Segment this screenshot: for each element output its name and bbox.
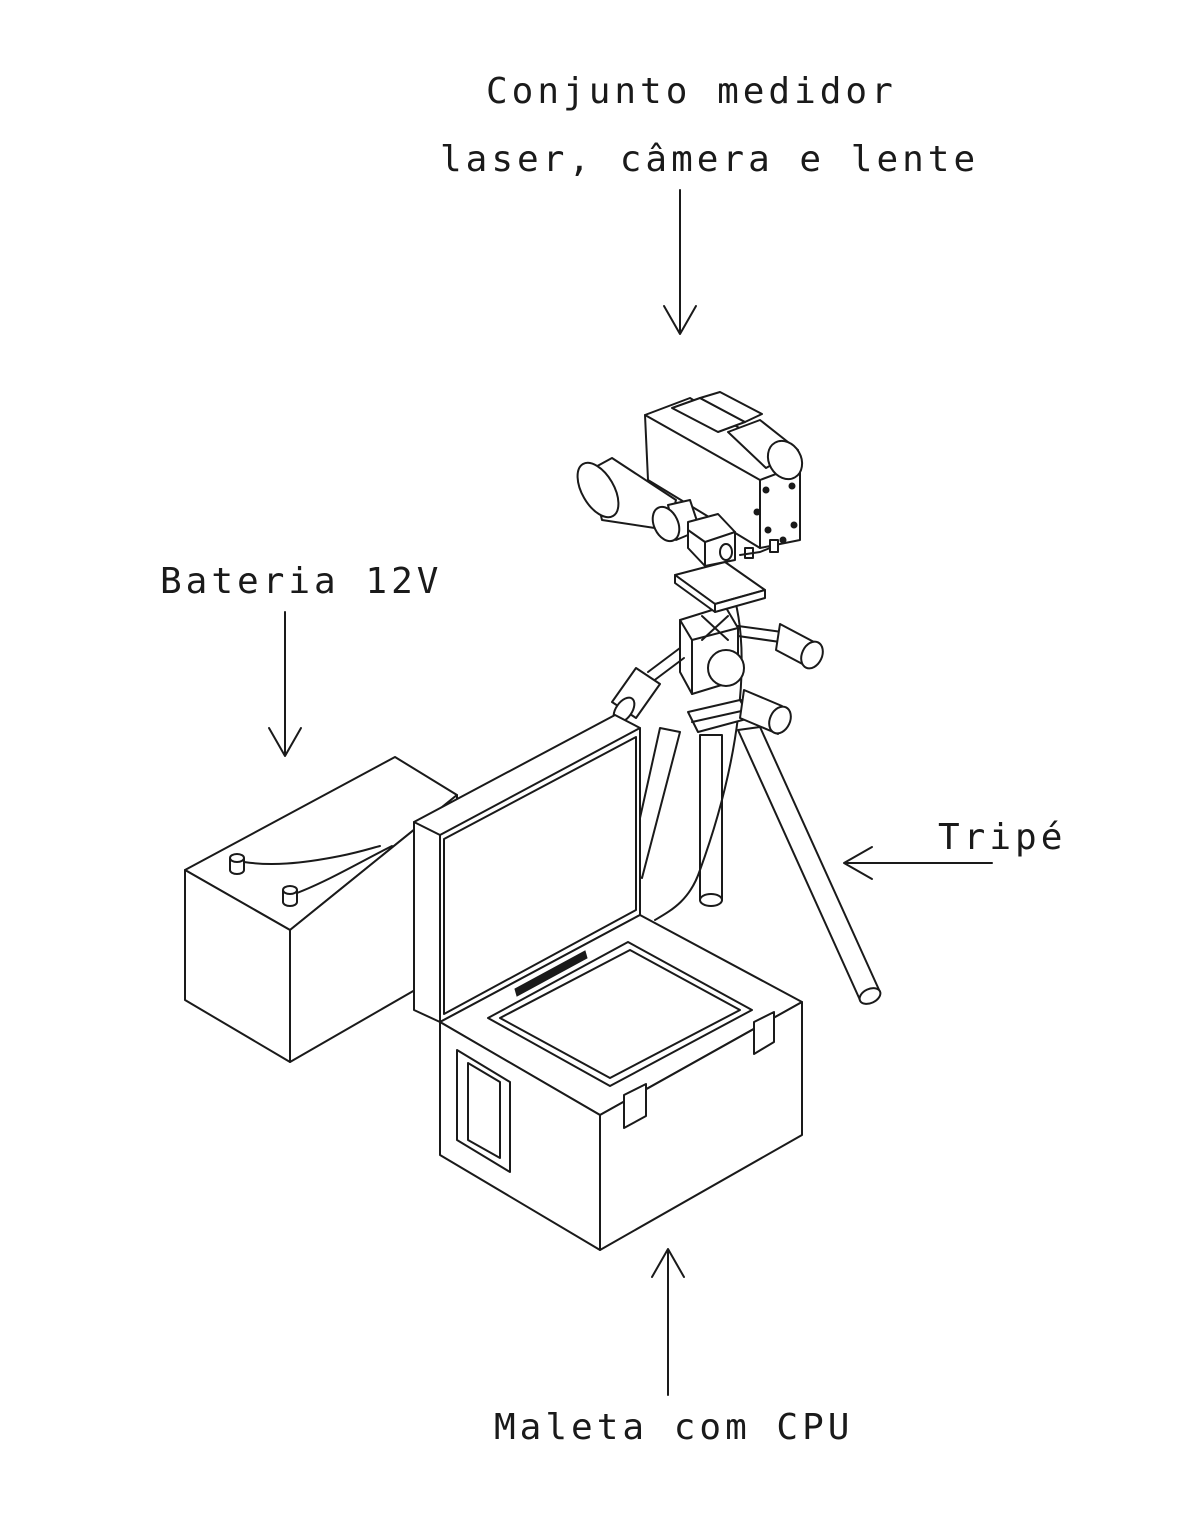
arrow-to-case [651,1248,685,1396]
tripod-drawing [611,561,882,1005]
arrow-to-tripod [843,846,993,880]
sensor-label-line2: laser, câmera e lente [440,139,980,180]
arrow-to-battery [268,611,302,757]
arrow-to-sensor [663,189,697,335]
tripod-label: Tripé [938,817,1067,858]
case-drawing [413,714,803,1251]
sensor-label-line1: Conjunto medidor [486,71,897,112]
battery-label: Bateria 12V [160,561,443,602]
case-label: Maleta com CPU [494,1407,854,1448]
sensor-drawing [576,391,804,567]
